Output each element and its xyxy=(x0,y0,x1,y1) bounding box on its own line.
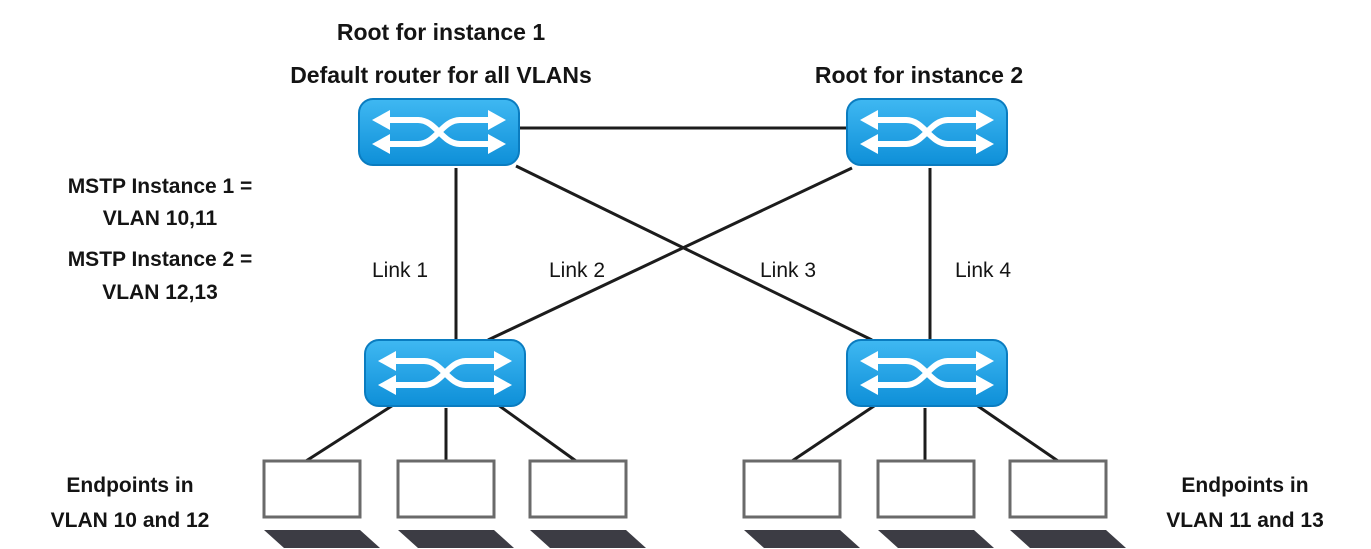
endpoint-device-icon[interactable] xyxy=(742,459,860,548)
right-endpoint-link-3 xyxy=(971,400,1059,463)
root-2-title: Root for instance 2 xyxy=(815,62,1023,88)
access-switch-right-icon[interactable] xyxy=(847,340,1007,406)
root-switch-instance-1-icon[interactable] xyxy=(359,99,519,165)
endpoints-left-label: Endpoints in xyxy=(66,474,193,497)
endpoints-right-label: Endpoints in xyxy=(1181,474,1308,497)
link-3-line xyxy=(515,164,873,342)
connections xyxy=(305,126,1059,463)
endpoint-device-icon[interactable] xyxy=(528,459,646,548)
mstp-instance-2-label: MSTP Instance 2 = xyxy=(68,248,253,271)
endpoint-device-icon[interactable] xyxy=(396,459,514,548)
endpoint-group-right xyxy=(742,459,1126,548)
root-1-title: Root for instance 1 xyxy=(337,19,546,45)
right-endpoint-link-1 xyxy=(791,400,881,463)
link-4-label: Link 4 xyxy=(955,259,1011,282)
endpoints-left-vlans: VLAN 10 and 12 xyxy=(51,509,210,532)
root-switch-instance-2-icon[interactable] xyxy=(847,99,1007,165)
mstp-instance-1-vlans: VLAN 10,11 xyxy=(103,207,218,230)
left-endpoint-link-3 xyxy=(493,400,577,463)
root-1-subtitle: Default router for all VLANs xyxy=(290,62,592,88)
link-1-label: Link 1 xyxy=(372,259,428,282)
endpoint-device-icon[interactable] xyxy=(876,459,994,548)
left-endpoint-link-1 xyxy=(305,400,399,463)
mstp-instance-2-vlans: VLAN 12,13 xyxy=(102,281,218,304)
link-2-label: Link 2 xyxy=(549,259,605,282)
endpoint-device-icon[interactable] xyxy=(1008,459,1126,548)
access-switch-left-icon[interactable] xyxy=(365,340,525,406)
endpoint-device-icon[interactable] xyxy=(262,459,380,548)
mstp-instance-1-label: MSTP Instance 1 = xyxy=(68,175,253,198)
endpoint-group-left xyxy=(262,459,646,548)
link-3-label: Link 3 xyxy=(760,259,816,282)
link-2-line xyxy=(487,166,853,342)
endpoints-right-vlans: VLAN 11 and 13 xyxy=(1166,509,1324,532)
